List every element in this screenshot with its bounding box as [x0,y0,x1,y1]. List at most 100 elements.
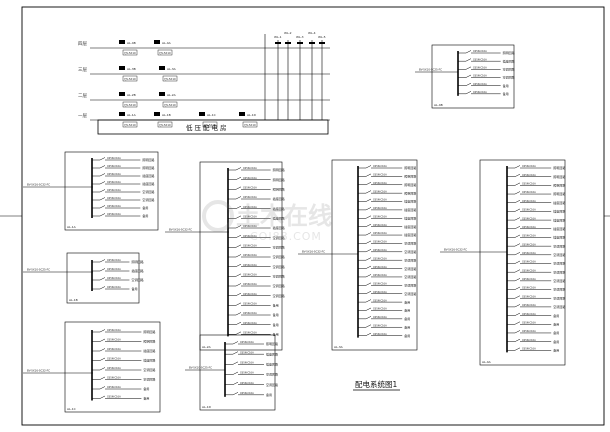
breaker-label: C65N-C16A [107,329,121,332]
breaker-label: C65N-C16A [107,157,121,160]
breaker-switch-icon [365,332,372,336]
riser-terminal-icon [275,42,281,44]
breaker-switch-icon [514,260,521,264]
breaker-switch-icon [99,338,106,342]
breaker-switch-icon [235,273,242,277]
circuit-label: 备用 [553,339,559,344]
panel-caption: AL-1C [67,407,76,411]
breaker-switch-icon [235,283,242,287]
cable-tag-box [162,75,178,82]
breaker-label: C65N-C16A [107,213,121,216]
cable-tag-label: YJV-5X10 [124,77,136,81]
circuit-label: 插座回路 [142,181,154,186]
breaker-label: C65N-C16A [522,339,536,342]
breaker-label: C65N-C16A [522,348,536,351]
breaker-switch-icon [235,302,242,306]
circuit-label: 空调回路 [404,241,416,246]
breaker-label: C65N-C16A [107,189,121,192]
breaker-label: C65N-C16A [243,283,257,286]
breaker-label: C65N-C16A [522,217,536,220]
breaker-label: C65N-C16A [373,207,387,210]
distribution-box-label: AL-3B [127,67,136,71]
breaker-switch-icon [235,254,242,258]
breaker-switch-icon [235,312,242,316]
circuit-label: 插座回路 [143,358,155,363]
circuit-label: 空调回路 [553,278,565,283]
watermark-logo-icon [202,200,234,232]
distribution-box-label: AL-1B [162,113,171,117]
breaker-label: C65N-C16A [373,316,387,319]
circuit-label: 空调回路 [553,287,565,292]
breaker-label: C65N-C16A [243,206,257,209]
incoming-feeder-label: BV-5X16-SC32-FC [27,183,50,187]
breaker-label: C65N-C16A [373,215,387,218]
circuit-label: 照明回路 [142,165,154,170]
circuit-label: 照明回路 [503,50,515,55]
incoming-feeder-label: BV-5X10-SC25-FC [189,366,212,370]
circuit-label: 空调回路 [142,189,154,194]
breaker-switch-icon [235,244,242,248]
breaker-label: C65N-C16A [473,67,487,70]
breaker-label: C65N-C16A [373,266,387,269]
breaker-switch-icon [365,198,372,202]
circuit-label: 空调回路 [273,264,285,269]
riser-terminal-icon [297,42,303,44]
breaker-switch-icon [365,207,372,211]
breaker-label: C65N-C16A [107,181,121,184]
circuit-label: 插座回路 [273,225,285,230]
circuit-label: 插座回路 [273,196,285,201]
breaker-switch-icon [235,225,242,229]
breaker-label: C65N-C16A [107,277,121,280]
circuit-label: 插座回路 [404,199,416,204]
breaker-label: C65N-C16A [522,191,536,194]
distribution-box-icon [159,66,165,70]
circuit-label: 照明回路 [404,190,416,195]
breaker-label: C65N-C16A [373,283,387,286]
breaker-label: C65N-C16A [373,333,387,336]
breaker-switch-icon [365,274,372,278]
breaker-label: C65N-C16A [373,182,387,185]
riser-label: WL-1 [274,35,282,39]
incoming-feeder-label: BV-5X16-SC32-FC [302,250,325,254]
panel-caption: AL-1B [69,298,78,302]
breaker-label: C65N-C16A [243,303,257,306]
breaker-switch-icon [99,357,106,361]
circuit-label: 备用 [404,324,410,329]
distribution-box-label: AL-4B [127,41,136,45]
breaker-switch-icon [99,277,106,281]
circuit-label: 空调回路 [503,75,515,80]
breaker-label: C65N-C16A [473,75,487,78]
breaker-switch-icon [365,324,372,328]
substation-box [97,119,329,135]
breaker-switch-icon [99,329,106,333]
breaker-label: C65N-C16A [373,324,387,327]
breaker-label: C65N-C16A [243,235,257,238]
floor-label: 二层 [78,93,87,99]
breaker-switch-icon [514,312,521,316]
breaker-label: C65N-C16A [522,295,536,298]
breaker-switch-icon [99,395,106,399]
breaker-switch-icon [235,292,242,296]
cable-tag-label: YJV-5X10 [159,123,171,127]
circuit-label: 空调回路 [404,291,416,296]
circuit-label: 空调回路 [266,382,278,387]
circuit-label: 插座回路 [553,235,565,240]
breaker-label: C65N-C16A [240,382,254,385]
breaker-switch-icon [365,215,372,219]
breaker-label: C65N-C16A [373,241,387,244]
circuit-label: 空调回路 [273,274,285,279]
cable-tag-label: YJV-5X10 [244,123,256,127]
circuit-label: 照明回路 [553,165,565,170]
panel-caption: AL-4B [434,103,443,107]
circuit-label: 空调回路 [273,254,285,259]
panel-border [479,159,566,366]
panel-border [64,321,161,413]
breaker-label: C65N-C16A [243,293,257,296]
panel-caption: AL-1D [202,405,212,409]
breaker-switch-icon [99,376,106,380]
breaker-label: C65N-C16A [243,264,257,267]
breaker-switch-icon [514,347,521,351]
circuit-label: 插座回路 [404,232,416,237]
